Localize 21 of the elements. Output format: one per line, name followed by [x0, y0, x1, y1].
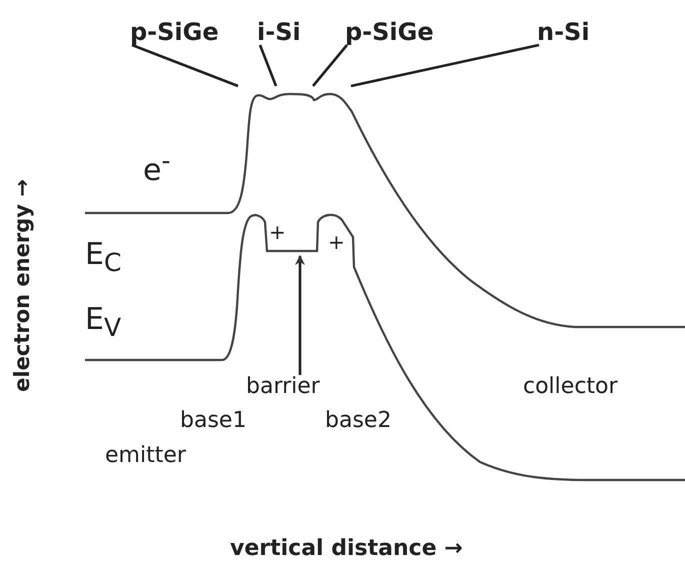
leader-line — [132, 44, 238, 88]
leader-line — [258, 44, 278, 86]
layer-label: i-Si — [257, 20, 301, 44]
electron-symbol: e$^{-}$ — [143, 148, 170, 186]
region-label: base1 — [180, 410, 246, 432]
layer-label: p-SiGe — [130, 20, 219, 44]
layer-label: n-Si — [537, 20, 590, 44]
region-label: collector — [523, 376, 618, 398]
valence-band-symbol: E$_{V}$ — [85, 305, 122, 340]
arrow — [295, 255, 305, 375]
leader-line — [312, 44, 348, 87]
axis-title: vertical distance → — [230, 538, 463, 560]
region-label: emitter — [105, 445, 186, 467]
charge-sign: + — [328, 232, 345, 252]
charge-sign: + — [269, 222, 286, 242]
region-label: barrier — [246, 376, 320, 398]
region-label: base2 — [325, 410, 392, 432]
layer-label: p-SiGe — [345, 20, 434, 44]
conduction-band-symbol: E$_{C}$ — [85, 240, 122, 275]
leader-line — [350, 44, 540, 88]
axis-title: electron energy → — [11, 178, 32, 392]
